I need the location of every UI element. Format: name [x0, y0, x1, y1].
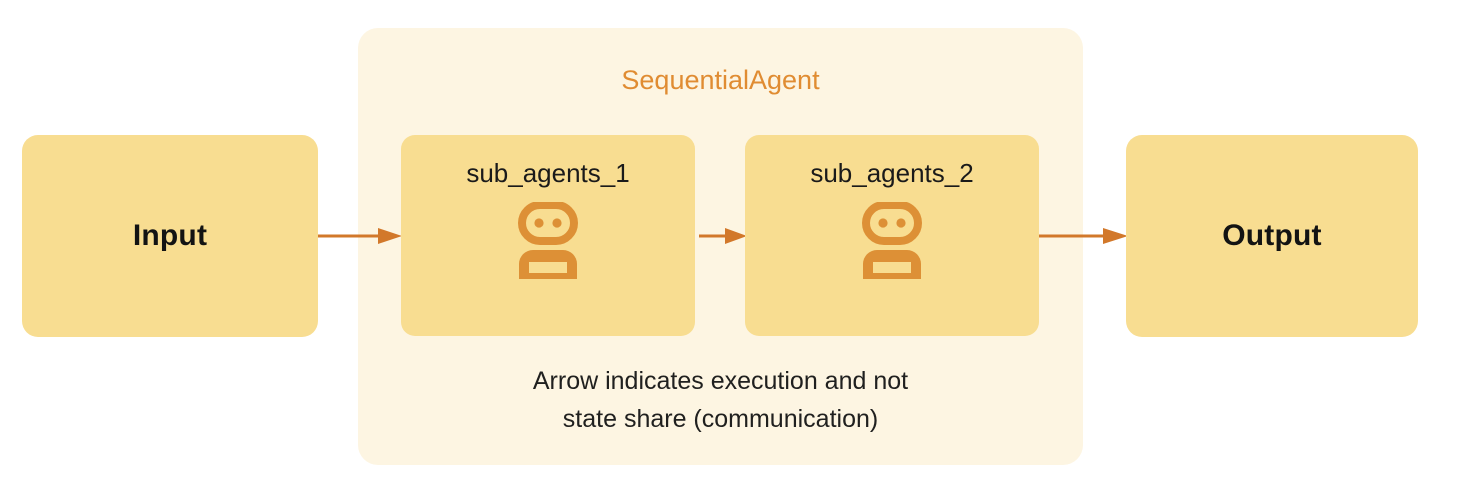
input-box[interactable]: Input: [22, 135, 318, 337]
output-box[interactable]: Output: [1126, 135, 1418, 337]
caption-line-1: Arrow indicates execution and not: [532, 367, 909, 395]
sequential-agent-caption: Arrow indicates execution and not state …: [358, 362, 1083, 438]
arrow-agent2-to-output-icon: [1039, 228, 1128, 244]
agent-label-sub-agents-2: sub_agents_2: [810, 158, 974, 188]
output-label: Output: [1222, 219, 1322, 252]
agent-label-sub-agents-1: sub_agents_1: [466, 158, 630, 188]
robot-icon: [862, 202, 922, 279]
agent-box-sub-agents-1[interactable]: sub_agents_1: [401, 135, 695, 336]
caption-line-2: state share (communication): [562, 405, 879, 433]
arrow-agent1-to-agent2-icon: [699, 228, 747, 244]
sequential-agent-title: SequentialAgent: [621, 65, 820, 95]
agent-box-sub-agents-2[interactable]: sub_agents_2: [745, 135, 1039, 336]
input-label: Input: [132, 219, 208, 252]
robot-icon: [518, 202, 578, 279]
arrow-input-to-agent1-icon: [318, 228, 402, 244]
